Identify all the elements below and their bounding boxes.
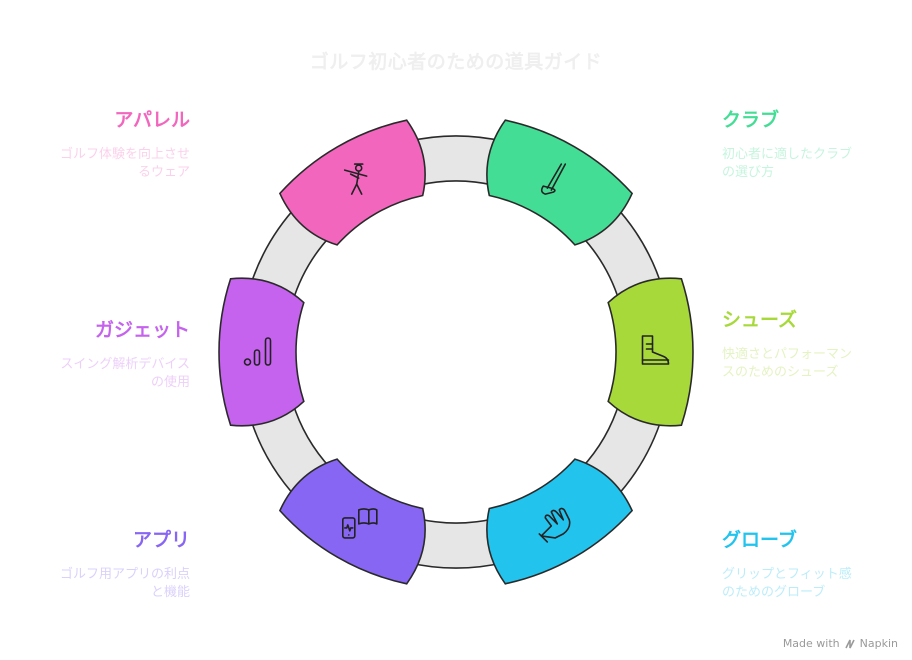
label-glove-title: グローブ <box>722 529 797 551</box>
ring-segments <box>218 119 694 585</box>
segment-block <box>486 119 634 246</box>
label-app: アプリ ゴルフ用アプリの利点と機能 <box>0 528 190 602</box>
segment-apparel <box>278 119 426 246</box>
label-app-desc: ゴルフ用アプリの利点と機能 <box>59 567 190 600</box>
golf-club-icon <box>540 163 567 195</box>
segment-glove <box>486 458 634 585</box>
segment-app <box>278 458 426 585</box>
label-apparel-desc: ゴルフ体験を向上させるウェア <box>59 147 190 180</box>
label-app-title: アプリ <box>132 529 190 551</box>
golfer-icon <box>343 163 368 195</box>
segment-block <box>607 277 694 427</box>
credit-made-with: Made with <box>782 637 840 650</box>
label-glove-desc: グリップとフィット感のためのグローブ <box>722 567 852 600</box>
segment-block <box>278 119 426 246</box>
label-shoes-title: シューズ <box>722 309 798 331</box>
segment-block <box>486 458 634 585</box>
label-club-title: クラブ <box>722 109 780 131</box>
napkin-logo-icon <box>844 639 855 648</box>
phone-book-icon <box>341 508 378 539</box>
glove-icon <box>538 507 571 543</box>
label-shoes-desc: 快適さとパフォーマンスのためのシューズ <box>722 347 853 380</box>
label-club-desc: 初心者に適したクラブの選び方 <box>722 147 853 180</box>
boot-icon <box>641 335 670 365</box>
segment-block <box>218 277 305 427</box>
label-shoes: シューズ 快適さとパフォーマンスのためのシューズ <box>722 308 912 382</box>
label-gadget-desc: スイング解析デバイスの使用 <box>60 357 190 390</box>
label-apparel-title: アパレル <box>114 109 190 131</box>
label-glove: グローブ グリップとフィット感のためのグローブ <box>722 528 912 602</box>
segment-club <box>486 119 634 246</box>
segment-shoes <box>607 277 694 427</box>
page-title: ゴルフ初心者のための道具ガイド <box>309 51 603 73</box>
label-gadget: ガジェット スイング解析デバイスの使用 <box>0 318 190 392</box>
label-gadget-title: ガジェット <box>94 319 190 341</box>
label-apparel: アパレル ゴルフ体験を向上させるウェア <box>0 108 190 182</box>
ring-connectors <box>248 135 664 569</box>
label-club: クラブ 初心者に適したクラブの選び方 <box>722 108 912 182</box>
segment-block <box>278 458 426 585</box>
credit: Made with Napkin <box>783 637 898 650</box>
signal-bars-icon <box>243 337 272 366</box>
credit-brand: Napkin <box>859 637 898 650</box>
segment-gadget <box>218 277 305 427</box>
